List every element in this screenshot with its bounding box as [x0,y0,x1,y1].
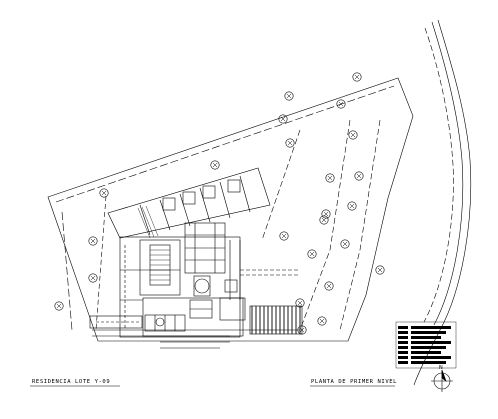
tree-symbol [88,236,98,246]
tree-symbol [321,209,331,219]
legend-swatch [398,331,408,334]
tree-symbol [317,316,327,326]
drawing-title-left: RESIDENCIA LOTE Y-09 [32,379,111,385]
north-arrow-icon [431,369,453,392]
legend-text-bar [411,331,446,334]
tree-symbol-core [326,283,332,289]
tree-symbol-core [309,251,315,257]
tree-symbol-core [280,116,286,122]
legend-swatch [398,336,408,339]
tree-symbol [278,114,288,124]
tree-symbol-core [297,300,303,306]
tree-symbol [88,273,98,283]
tree-symbol-core [287,140,293,146]
legend-text-bar [411,351,441,354]
tree-symbol-core [356,173,362,179]
legend-table [395,321,457,369]
tree-symbol-core [286,93,292,99]
tree-symbol-core [342,241,348,247]
tree-symbol-core [349,203,355,209]
tree-symbol [348,130,358,140]
tree-symbol-core [350,132,356,138]
tree-symbol-core [338,101,344,107]
tree-symbol [375,265,385,275]
tree-symbol [325,173,335,183]
legend-text-bar [411,346,446,349]
tree-symbol-core [377,267,383,273]
tree-symbol-core [56,303,62,309]
tree-symbol [284,91,294,101]
legend-text-bar [411,341,451,344]
tree-symbol [297,325,307,335]
tree-symbol [210,160,220,170]
tree-symbol [340,239,350,249]
tree-symbol [99,188,109,198]
north-label: N [439,365,443,371]
tree-symbol [324,281,334,291]
legend-text-bar [411,326,451,329]
setback-lines [261,119,381,331]
tree-symbol-core [281,233,287,239]
legend-swatch [398,341,408,344]
tree-symbol-core [354,74,360,80]
site-boundary [47,77,414,342]
trees [54,72,385,335]
tree-symbol-core [321,217,327,223]
tree-symbol [352,72,362,82]
tree-symbol [354,171,364,181]
tree-symbol-core [90,275,96,281]
tree-symbol-core [319,318,325,324]
tree-symbol [336,99,346,109]
tree-symbol [285,138,295,148]
tree-symbol [295,298,305,308]
legend-swatch [398,346,408,349]
legend-swatch [398,356,408,359]
tree-symbol-core [212,162,218,168]
tree-symbol [347,201,357,211]
legend-swatch [398,351,408,354]
drawing-title-right: PLANTA DE PRIMER NIVEL [311,379,398,385]
tree-symbol [279,231,289,241]
main-house [119,222,246,338]
legend-swatch [398,361,408,364]
legend-text-bar [411,336,441,339]
upper-building-block [107,167,271,239]
legend-text-bar [411,361,446,364]
road-edge-curves [413,19,472,386]
tree-symbol-core [299,327,305,333]
legend-swatch [398,326,408,329]
tree-symbol-core [101,190,107,196]
tree-symbol [307,249,317,259]
tree-symbol-core [323,211,329,217]
hatched-terrace [249,305,303,335]
tree-symbol-core [90,238,96,244]
legend-text-bar [411,356,451,359]
tree-symbol [54,301,64,311]
bottom-walkway [89,269,300,349]
tree-symbol-core [327,175,333,181]
